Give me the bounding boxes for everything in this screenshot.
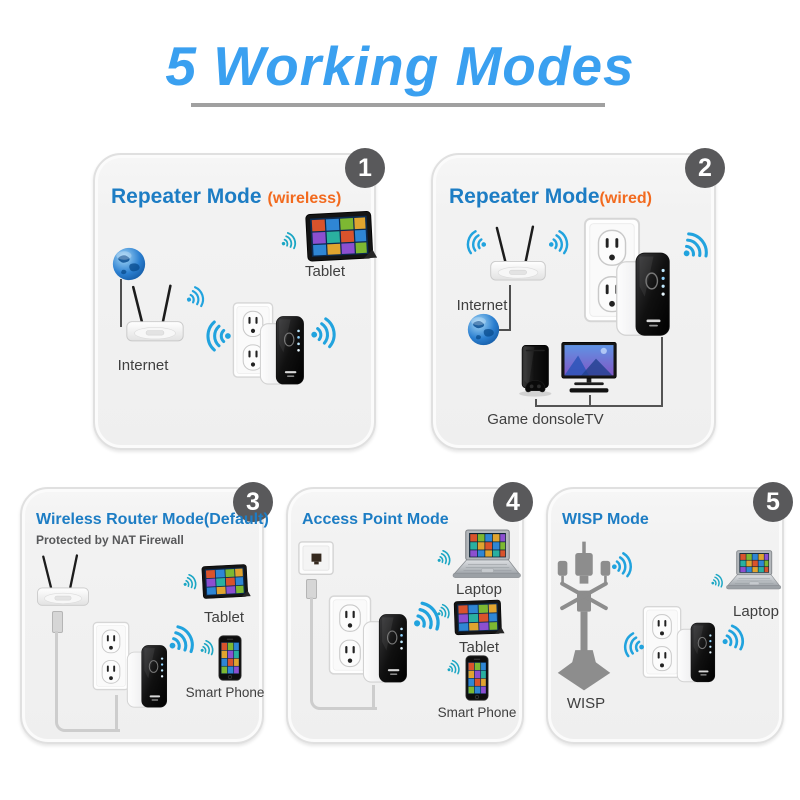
wifi-signal-icon (199, 319, 233, 353)
tv-label: TV (584, 411, 604, 428)
internet-label: Internet (456, 297, 508, 314)
panel-subtitle: (wired) (599, 190, 652, 207)
panel-number-badge: 3 (233, 482, 273, 522)
panel-repeater-wireless: 1 Repeater Mode(wireless) Tablet Interne… (93, 148, 385, 450)
router-icon (487, 223, 549, 285)
wifi-signal-icon (615, 628, 648, 661)
outlet-icon (92, 617, 130, 695)
router-icon (34, 551, 92, 611)
tablet-icon (453, 598, 504, 638)
cable-line (499, 285, 511, 331)
cable-line (535, 337, 663, 407)
panel-subtitle: (wireless) (267, 190, 342, 207)
panel-repeater-wired: 2 Repeater Mode(wired) Internet Game don… (431, 148, 725, 450)
wifi-signal-icon (307, 314, 345, 352)
game-console-label: Game donsole (487, 411, 585, 428)
tablet-icon (201, 560, 251, 604)
ethernet-connector (306, 579, 317, 599)
title-underline (191, 103, 605, 107)
panel-access-point-mode: 4 Access Point Mode Laptop Tablet Smart … (286, 482, 533, 744)
panel-title: WISP Mode (562, 511, 649, 528)
laptop-label: Laptop (456, 581, 502, 598)
internet-label: Internet (117, 357, 169, 374)
repeater-icon (615, 251, 671, 339)
repeater-icon (362, 609, 408, 689)
cable-line (310, 597, 377, 710)
cable-line (589, 395, 591, 405)
panel-title: Access Point Mode (302, 511, 449, 528)
cable-line (55, 631, 120, 732)
smartphone-label: Smart Phone (185, 685, 265, 700)
tablet-label: Tablet (304, 263, 346, 280)
smartphone-icon (218, 635, 242, 681)
wisp-label: WISP (566, 695, 606, 712)
cable-line (120, 279, 122, 327)
panel-wisp-mode: 5 WISP Mode WISP Laptop (546, 482, 793, 744)
wifi-signal-icon (716, 619, 754, 657)
ethernet-connector (52, 611, 63, 633)
globe-icon (112, 247, 146, 281)
tv-icon (561, 341, 617, 395)
panel-wireless-router-mode: 3 Wireless Router Mode(Default) Protecte… (20, 482, 273, 744)
cable-line (372, 685, 375, 707)
smartphone-icon (465, 655, 489, 701)
laptop-icon (450, 529, 522, 579)
panel-number-badge: 1 (345, 148, 385, 188)
smartphone-label: Smart Phone (437, 705, 517, 720)
tablet-label: Tablet (458, 639, 500, 656)
laptop-icon (724, 547, 782, 593)
panel-number-badge: 5 (753, 482, 793, 522)
panel-title: Repeater Mode(wireless) (111, 185, 342, 208)
wifi-signal-icon (179, 570, 202, 593)
panel-title: Wireless Router Mode(Default) (36, 511, 269, 528)
page-title: 5 Working Modes (165, 35, 635, 97)
laptop-label: Laptop (733, 603, 779, 620)
repeater-icon (676, 617, 716, 689)
wifi-signal-icon (544, 226, 576, 258)
ethernet-wall-plate-icon (298, 541, 334, 577)
wifi-signal-icon (672, 222, 720, 270)
cable-line (535, 399, 537, 405)
repeater-icon (126, 639, 168, 715)
game-console-icon (517, 343, 555, 399)
tablet-label: Tablet (203, 609, 245, 626)
cable-line (115, 695, 118, 731)
wisp-tower-icon (556, 541, 612, 691)
panel-number-badge: 2 (685, 148, 725, 188)
repeater-icon (259, 313, 305, 389)
globe-icon (467, 313, 500, 346)
wifi-signal-icon (458, 226, 490, 258)
wifi-signal-icon (277, 228, 303, 254)
panel-number-badge: 4 (493, 482, 533, 522)
wifi-signal-icon (443, 656, 465, 678)
panel-title: Repeater Mode(wired) (449, 185, 652, 208)
wifi-signal-icon (608, 549, 640, 581)
tablet-icon (305, 209, 378, 265)
panel-note: Protected by NAT Firewall (36, 533, 184, 547)
router-icon (123, 281, 187, 347)
